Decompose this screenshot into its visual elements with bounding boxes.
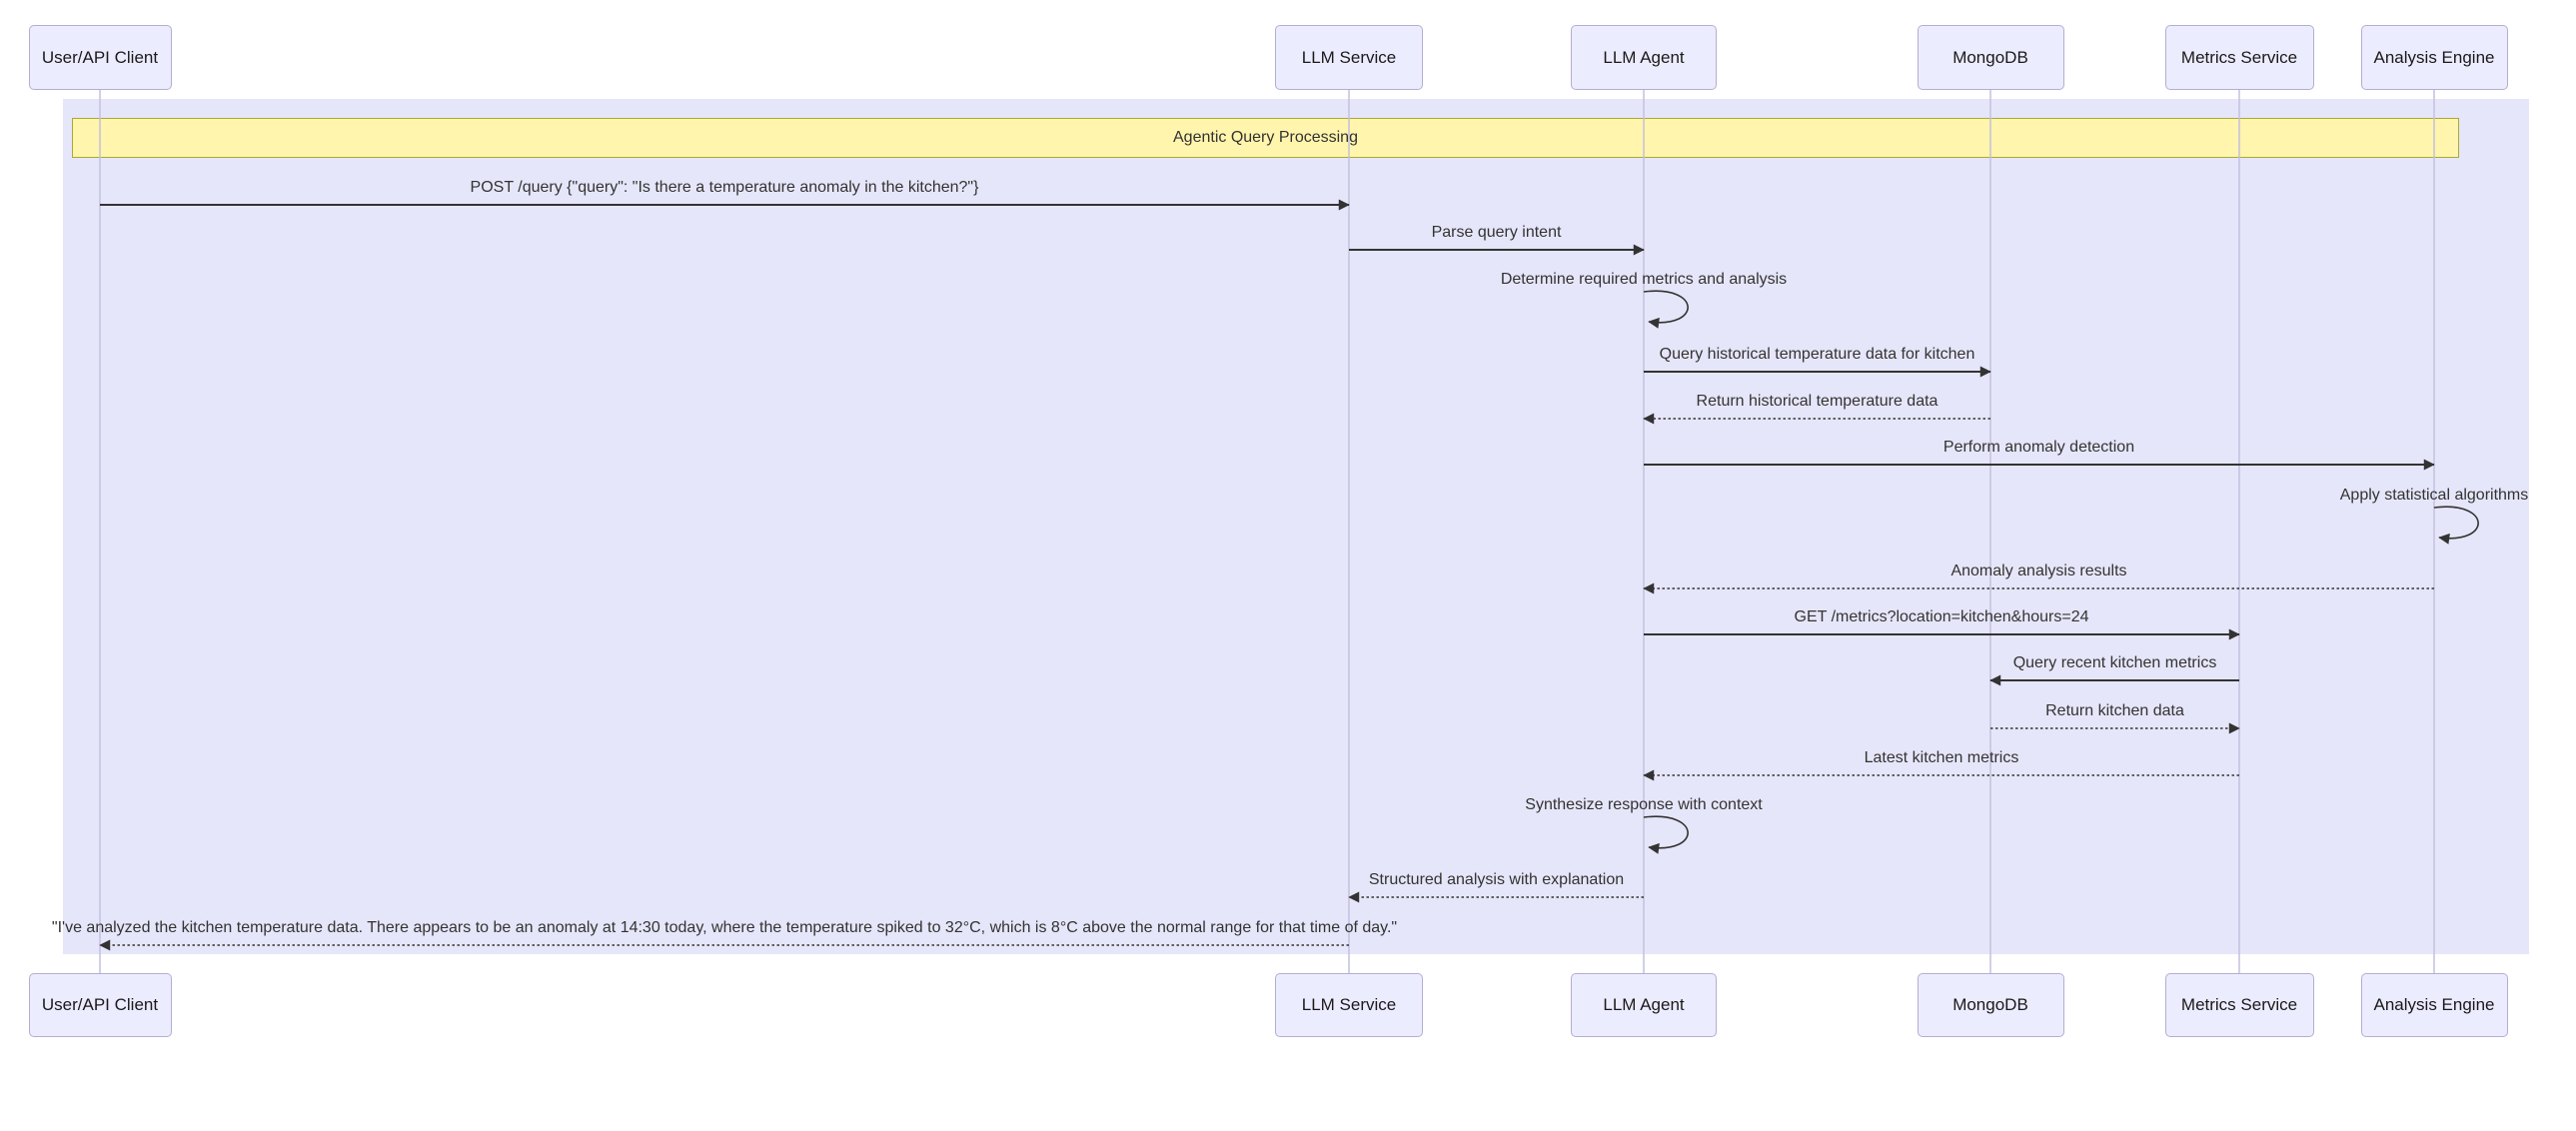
self-message-arrow bbox=[1643, 290, 1689, 329]
note-banner: Agentic Query Processing bbox=[72, 118, 2459, 158]
note-banner-label: Agentic Query Processing bbox=[1173, 129, 1358, 146]
lifelines bbox=[99, 90, 2435, 973]
self-message-arrow bbox=[1643, 815, 1689, 854]
self-message-arrow bbox=[2433, 506, 2479, 545]
highlight-rect bbox=[63, 99, 2529, 954]
message-arrows bbox=[99, 199, 2479, 951]
